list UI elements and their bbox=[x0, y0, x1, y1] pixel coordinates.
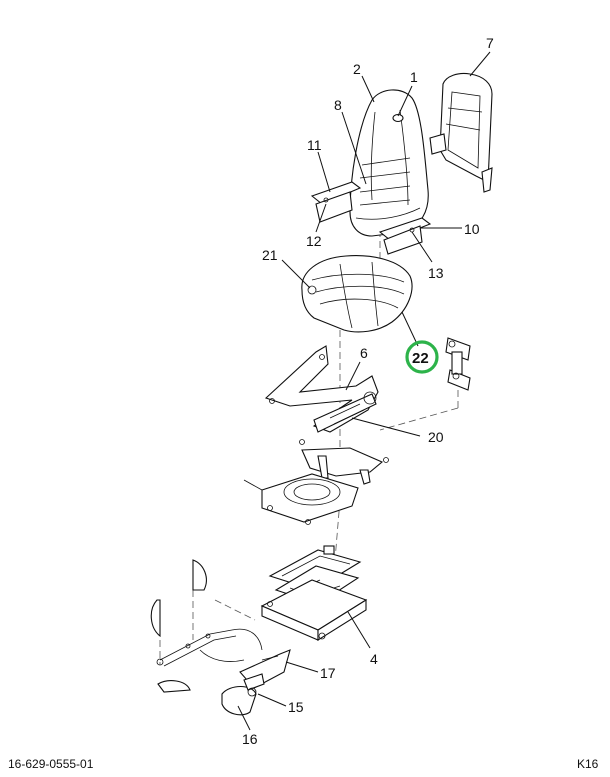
callout-22: 22 bbox=[412, 350, 429, 367]
seat-cushion bbox=[301, 255, 413, 333]
callout-17: 17 bbox=[320, 665, 336, 681]
leader-lines bbox=[237, 51, 491, 731]
callout-11: 11 bbox=[307, 137, 322, 153]
callout-7: 7 bbox=[486, 35, 494, 51]
armrest-left bbox=[310, 181, 362, 223]
callout-6: 6 bbox=[360, 345, 368, 361]
suspension-base bbox=[260, 545, 368, 641]
side-panel bbox=[221, 649, 291, 716]
callout-8: 8 bbox=[334, 97, 342, 113]
callout-12: 12 bbox=[306, 233, 322, 249]
footer-page-code: K16 bbox=[577, 757, 599, 771]
callout-13: 13 bbox=[428, 265, 444, 281]
lumbar-assembly bbox=[150, 559, 263, 693]
seat-back bbox=[349, 89, 429, 237]
callout-15: 15 bbox=[288, 699, 304, 715]
headrest-frame bbox=[429, 72, 493, 193]
callout-1: 1 bbox=[410, 69, 418, 85]
slide-bracket bbox=[299, 439, 389, 485]
callout-4: 4 bbox=[370, 651, 378, 667]
callout-16: 16 bbox=[242, 731, 258, 747]
swivel-plate bbox=[243, 473, 359, 525]
callout-21: 21 bbox=[262, 247, 278, 263]
seat-pan-frame bbox=[264, 345, 379, 433]
footer-part-number: 16-629-0555-01 bbox=[8, 757, 94, 771]
callout-2: 2 bbox=[353, 61, 361, 77]
callout-10: 10 bbox=[464, 221, 480, 237]
callout-20: 20 bbox=[428, 429, 444, 445]
side-bracket bbox=[445, 337, 471, 391]
highlight-circle-22 bbox=[405, 340, 439, 374]
callout-labels: 1 2 7 8 11 12 10 13 21 22 6 20 4 17 15 1… bbox=[242, 35, 494, 747]
